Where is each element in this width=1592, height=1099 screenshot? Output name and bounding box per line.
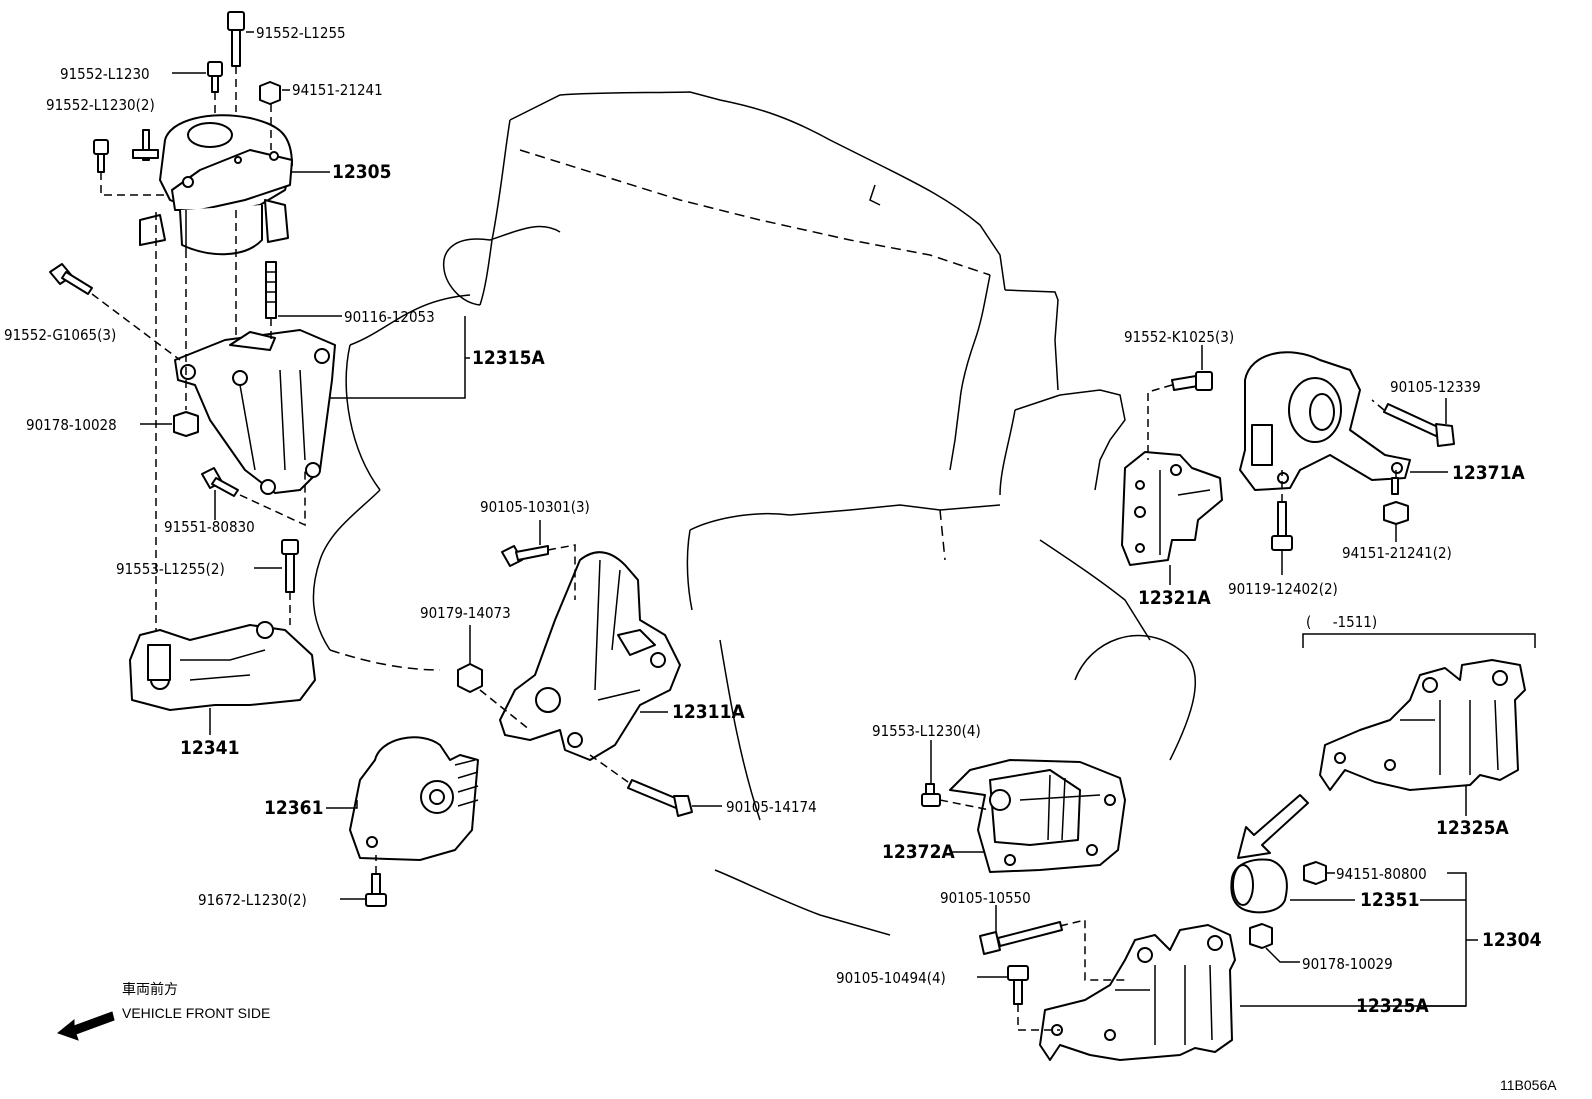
figure-code: 11B056A <box>1500 1077 1557 1093</box>
label-12305: 12305 <box>332 161 391 183</box>
label-91552-L1255: 91552-L1255 <box>256 24 346 42</box>
label-90116-12053: 90116-12053 <box>344 308 435 326</box>
stud-90116-12053-icon <box>265 261 277 319</box>
label-front-en: VEHICLE FRONT SIDE <box>122 1005 270 1021</box>
label-94151-80800: 94151-80800 <box>1336 865 1427 883</box>
label-12351: 12351 <box>1360 889 1419 911</box>
nut-94151-21241-2-icon <box>1383 477 1409 525</box>
label-12372A: 12372A <box>882 841 955 863</box>
stud-icon <box>132 129 159 161</box>
label-91552-K1025-3: 91552-K1025(3) <box>1124 328 1234 346</box>
label-12361: 12361 <box>264 797 323 819</box>
label-12341: 12341 <box>180 737 239 759</box>
label-90105-12339: 90105-12339 <box>1390 378 1481 396</box>
direction-arrow <box>1237 794 1309 859</box>
bolt-90105-10494-4-icon <box>1007 965 1029 1005</box>
label-12325A-upper: 12325A <box>1436 817 1509 839</box>
label-12371A: 12371A <box>1452 462 1525 484</box>
mount-cushion-12351 <box>1230 858 1288 914</box>
bolt-90105-12339-icon <box>1383 403 1455 447</box>
label-90179-14073: 90179-14073 <box>420 604 511 622</box>
bolt-91552-L1255-icon <box>227 11 245 67</box>
label-91553-L1255-2: 91553-L1255(2) <box>116 560 225 578</box>
engine-mount-bracket-12321A <box>1121 451 1223 566</box>
label-91553-L1230-4: 91553-L1230(4) <box>872 722 981 740</box>
bolt-90105-10301-3-icon <box>501 545 549 567</box>
bolt-91552-L1230-icon <box>207 61 223 93</box>
label-91552-G1065-3: 91552-G1065(3) <box>4 326 116 344</box>
label-91551-80830: 91551-80830 <box>164 518 255 536</box>
label-94151-21241-2: 94151-21241(2) <box>1342 544 1452 562</box>
nut-90178-10029-icon <box>1249 923 1273 949</box>
nut-90178-10028-icon <box>173 411 199 437</box>
nut-94151-80800-icon <box>1303 861 1327 885</box>
leader-lines <box>140 31 1536 1007</box>
label-12304: 12304 <box>1482 929 1542 951</box>
label-range-note: ( -1511) <box>1306 613 1377 631</box>
label-12321A: 12321A <box>1138 587 1211 609</box>
label-90105-10301-3: 90105-10301(3) <box>480 498 590 516</box>
engine-mount-bracket-12311A <box>499 551 681 761</box>
label-12325A-lower: 12325A <box>1356 995 1429 1017</box>
engine-mount-bracket-12315A <box>174 329 336 495</box>
bolt-91553-L1255-2-icon <box>281 539 299 593</box>
engine-mount-12371A <box>1239 351 1411 491</box>
label-90178-10028: 90178-10028 <box>26 416 117 434</box>
label-91552-L1230-2: 91552-L1230(2) <box>46 96 155 114</box>
label-12311A: 12311A <box>672 701 745 723</box>
label-90105-10550: 90105-10550 <box>940 889 1031 907</box>
engine-mount-12361 <box>349 736 479 861</box>
bolt-90119-12402-2-icon <box>1271 501 1293 551</box>
bolt-91552-G1065-3-icon <box>49 263 93 295</box>
label-91552-L1230: 91552-L1230 <box>60 65 150 83</box>
label-90119-12402-2: 90119-12402(2) <box>1228 580 1338 598</box>
nut-90179-14073-icon <box>457 663 483 693</box>
bolt-91672-L1230-2-icon <box>365 873 387 907</box>
engine-mount-12305 <box>139 114 293 256</box>
label-12315A: 12315A <box>472 347 545 369</box>
bolt-91552-K1025-3-icon <box>1171 371 1213 391</box>
engine-mount-bracket-12325A-upper <box>1319 659 1526 791</box>
label-front-jp: 車両前方 <box>122 981 178 997</box>
vehicle-front-arrow-icon <box>56 1011 115 1041</box>
engine-mount-bracket-12325A-lower <box>1039 924 1236 1061</box>
part-labels: 91552-L1255 91552-L1230 94151-21241 9155… <box>4 24 1557 1093</box>
nut-94151-21241-icon <box>259 81 281 105</box>
label-90105-14174: 90105-14174 <box>726 798 817 816</box>
label-94151-21241: 94151-21241 <box>292 81 383 99</box>
bolt-90105-10550-icon <box>979 921 1063 955</box>
engine-outline <box>312 91 1196 936</box>
bolt-91552-L1230-2-icon <box>93 139 109 173</box>
label-91672-L1230-2: 91672-L1230(2) <box>198 891 307 909</box>
transmission-mount-12341 <box>129 621 316 711</box>
bolt-91553-L1230-4-icon <box>921 783 941 807</box>
label-90105-10494-4: 90105-10494(4) <box>836 969 946 987</box>
bolt-90105-14174-icon <box>627 779 693 817</box>
engine-mount-bracket-12372A <box>949 759 1126 873</box>
label-90178-10029: 90178-10029 <box>1302 955 1393 973</box>
assembly-lines <box>91 66 1397 1031</box>
bolt-91551-80830-icon <box>201 467 239 497</box>
